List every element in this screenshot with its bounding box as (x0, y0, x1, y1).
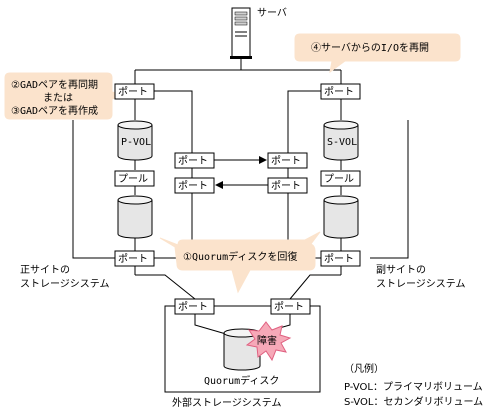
secondary-host-port (320, 83, 361, 100)
primary-remote-port-2 (174, 177, 215, 194)
server-icon (230, 7, 252, 59)
callout-gad-pair (4, 72, 127, 120)
callout-resume-io (294, 33, 461, 74)
server-label: サーバ (257, 7, 287, 19)
callout-quorum-text: ①Quorumディスクを回復 (183, 250, 297, 263)
external-storage-label: 外部ストレージシステム (172, 396, 282, 409)
primary-site-line2: ストレージシステム (20, 278, 110, 290)
secondary-remote-port-2-label: ポート (271, 180, 301, 192)
legend-title: （凡例） (344, 362, 384, 375)
primary-host-port-label: ポート (118, 86, 148, 98)
secondary-pool-box (320, 170, 361, 187)
secondary-site-line1: 副サイトの (376, 264, 426, 276)
pvol-label: P-VOL (121, 137, 151, 148)
primary-host-port (114, 83, 155, 100)
callout-gad-pair-line2: または (43, 92, 73, 104)
callout-quorum (159, 231, 321, 294)
primary-external-port (114, 250, 155, 267)
primary-remote-port-1-label: ポート (178, 155, 208, 167)
secondary-pool-label: プール (324, 173, 354, 185)
failure-burst-icon (245, 321, 292, 362)
external-storage-box (164, 305, 321, 393)
primary-pool-box (114, 170, 155, 187)
secondary-remote-port-1 (267, 152, 308, 169)
secondary-pool-cylinder (323, 195, 359, 239)
callout-gad-pair-line1: ②GADペアを再同期 (11, 79, 98, 91)
svol-label: S-VOL (327, 137, 357, 148)
primary-external-port-label: ポート (118, 253, 148, 265)
external-port-left-label: ポート (178, 301, 208, 313)
secondary-external-port (320, 250, 361, 267)
primary-site-line1: 正サイトの (20, 264, 70, 276)
failure-label: 障害 (257, 334, 277, 347)
callout-gad-pair-line3: ③GADペアを再作成 (11, 105, 98, 117)
secondary-site-line2: ストレージシステム (376, 278, 466, 290)
primary-pool-label: プール (118, 173, 148, 185)
external-port-left (174, 298, 215, 315)
secondary-external-port-label: ポート (324, 253, 354, 265)
secondary-remote-port-1-label: ポート (271, 155, 301, 167)
svol-cylinder (323, 120, 359, 161)
secondary-storage: ポート S-VOL プール ポート ポート ポート (267, 83, 361, 267)
quorum-disk-label: Quorumディスク (204, 374, 279, 387)
callout-resume-io-text: ④サーバからのI/Oを再開 (311, 42, 429, 54)
primary-pool-cylinder (117, 195, 153, 239)
external-port-right (270, 298, 311, 315)
legend-svol: S-VOL：セカンダリボリューム (344, 395, 483, 408)
external-port-right-label: ポート (274, 301, 304, 313)
primary-remote-port-2-label: ポート (178, 180, 208, 192)
secondary-host-port-label: ポート (324, 86, 354, 98)
primary-storage: ポート P-VOL プール ポート ポート ポート (114, 83, 215, 267)
pvol-cylinder (117, 120, 153, 161)
legend-pvol: P-VOL：プライマリボリューム (344, 381, 483, 393)
